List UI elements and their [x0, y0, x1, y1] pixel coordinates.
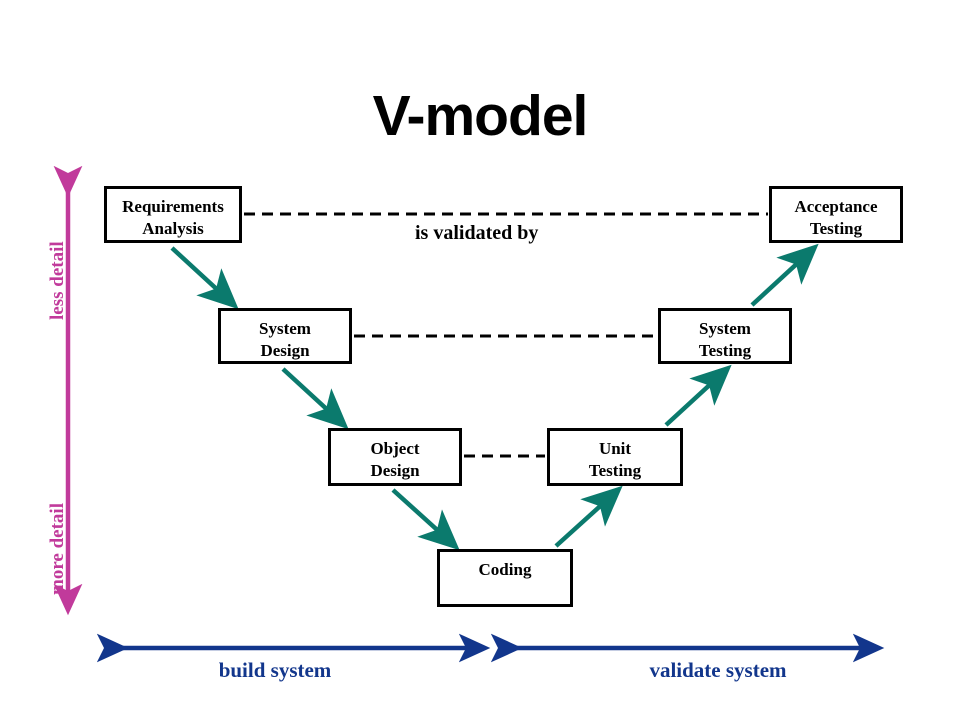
flow-arrow-system-testing-to-acceptance [750, 243, 819, 307]
phase-box-coding-line-0: Coding [478, 560, 532, 579]
span-label-validate-system: validate system [649, 658, 787, 682]
flow-arrow-coding-to-unit-testing [554, 485, 623, 548]
phase-box-requirements-analysis-line-0: Requirements [122, 197, 224, 216]
flow-arrow-unit-testing-to-system-testing [664, 364, 732, 427]
phase-box-unit-testing-line-0: Unit [598, 439, 632, 458]
page-title: V-model [372, 84, 589, 148]
phase-box-requirements-analysis-line-1: Analysis [142, 218, 204, 238]
phase-box-acceptance-testing-line-0: Acceptance [794, 197, 878, 216]
axis-arrow-group [53, 165, 885, 663]
phase-box-object-design-line-1: Design [370, 460, 420, 480]
phase-box-system-testing-line-1: Testing [698, 340, 752, 360]
phase-box-system-design-line-1: Design [260, 340, 310, 360]
span-label-build-system: build system [218, 658, 332, 682]
phase-box-coding[interactable]: Coding [437, 549, 573, 607]
detail-axis-top-label: less detail [47, 241, 68, 320]
detail-axis-bottom-label: more detail [47, 503, 68, 595]
phase-box-system-testing-line-0: System [699, 319, 751, 338]
flow-arrow-object-design-to-coding [391, 488, 460, 551]
flow-arrow-group [170, 243, 819, 551]
phase-box-object-design-line-0: Object [370, 439, 420, 458]
validation-link-label: is validated by [415, 222, 539, 244]
flow-arrow-system-design-to-object-design [281, 367, 349, 430]
phase-box-unit-testing-line-1: Testing [588, 460, 642, 480]
phase-box-acceptance-testing-line-1: Testing [809, 218, 863, 238]
validation-link-group [244, 212, 768, 458]
phase-box-system-design-line-0: System [259, 319, 311, 338]
flow-arrow-requirements-to-system-design [170, 246, 239, 310]
